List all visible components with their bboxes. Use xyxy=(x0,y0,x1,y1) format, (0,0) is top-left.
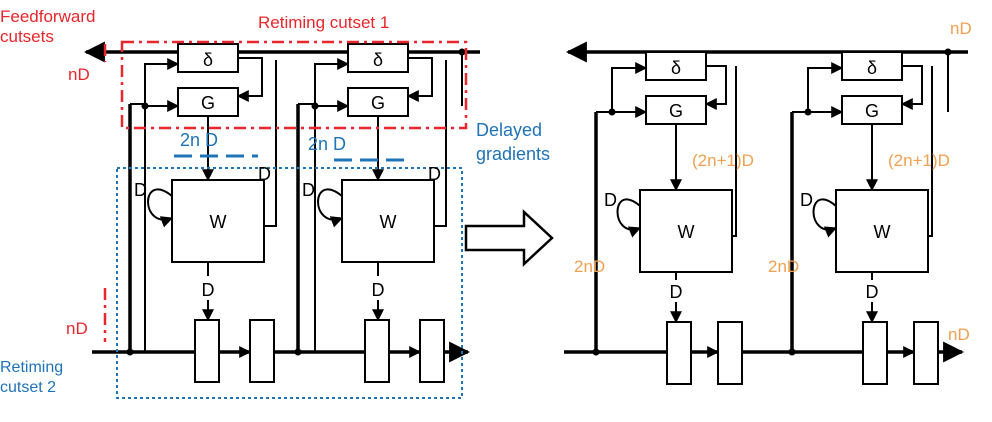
wire xyxy=(812,198,838,238)
two-n-d-label: 2nD xyxy=(574,257,605,276)
g-label: G xyxy=(865,101,879,121)
feedforward-cutsets-label-line2: cutsets xyxy=(0,27,54,46)
wire xyxy=(264,60,277,227)
delta-label: δ xyxy=(671,58,681,78)
two-n-plus-one-d-label: (2n+1)D xyxy=(888,151,950,170)
nd-label: nD xyxy=(948,325,970,344)
wire xyxy=(434,60,447,227)
w-label: W xyxy=(678,222,695,242)
two-n-plus-one-d-label: (2n+1)D xyxy=(692,151,754,170)
g-label: G xyxy=(201,93,215,113)
wire xyxy=(928,66,933,237)
pipe-box xyxy=(666,321,692,385)
delta-box xyxy=(841,51,903,81)
d-label: D xyxy=(134,180,147,200)
retiming-cutset-2-box xyxy=(116,167,463,399)
pipe-box xyxy=(249,319,275,383)
d-label: D xyxy=(372,280,385,300)
two-n-d-label: 2nD xyxy=(768,257,799,276)
block-1-right xyxy=(592,51,743,385)
pipe-box xyxy=(913,321,939,385)
delta-box xyxy=(645,51,707,81)
wire xyxy=(732,66,737,237)
d-label: D xyxy=(866,282,879,302)
w-box xyxy=(835,189,929,273)
pipe-box xyxy=(862,321,888,385)
d-label: D xyxy=(258,164,271,184)
wire xyxy=(406,57,433,102)
d-label: D xyxy=(428,164,441,184)
wire xyxy=(616,198,642,238)
g-box xyxy=(177,87,239,117)
retiming-cutset-1-box xyxy=(120,40,468,130)
pipe-box xyxy=(419,319,445,383)
delayed-gradient-label: 2n D xyxy=(308,134,346,154)
transform-arrow-icon xyxy=(464,209,554,267)
wire xyxy=(144,58,180,352)
retiming-cutset-1-label: Retiming cutset 1 xyxy=(258,13,389,32)
wire xyxy=(900,65,923,110)
wire xyxy=(611,62,648,112)
d-label: D xyxy=(302,180,315,200)
right-diagram: δ G W D D δ G W D D nD nD (2n+1)D (2n+1)… xyxy=(564,19,972,385)
delta-label: δ xyxy=(373,50,383,70)
wire xyxy=(807,62,844,112)
pipe-box xyxy=(717,321,743,385)
wire xyxy=(704,65,727,110)
nd-label: nD xyxy=(66,319,88,338)
pipe-box xyxy=(364,319,390,383)
wire xyxy=(147,188,174,228)
g-box xyxy=(645,95,707,125)
nd-label: nD xyxy=(950,19,972,38)
retiming-cutset-2-label-line1: Retiming xyxy=(0,359,63,376)
delta-label: δ xyxy=(867,58,877,78)
w-label: W xyxy=(210,212,227,232)
d-label: D xyxy=(202,280,215,300)
feedforward-cutsets-label-line1: Feedforward xyxy=(0,7,95,26)
wire xyxy=(236,57,263,102)
w-box xyxy=(639,189,733,273)
delta-label: δ xyxy=(203,50,213,70)
g-label: G xyxy=(371,93,385,113)
w-label: W xyxy=(874,222,891,242)
retiming-cutset-2-label-line2: cutset 2 xyxy=(0,379,56,396)
d-label: D xyxy=(800,190,813,210)
delayed-gradients-label-line2: gradients xyxy=(476,144,550,164)
block-2-left xyxy=(294,43,466,383)
delayed-gradient-label: 2n D xyxy=(180,130,218,150)
w-label: W xyxy=(380,212,397,232)
g-box xyxy=(841,95,903,125)
delayed-gradients-label-line1: Delayed xyxy=(476,120,542,140)
nd-label: nD xyxy=(68,65,90,84)
wire xyxy=(317,188,344,228)
d-label: D xyxy=(604,190,617,210)
w-box xyxy=(341,179,435,263)
left-diagram: δ G W D D D δ G W D D D Feedforward cuts… xyxy=(0,7,550,399)
block-1-left xyxy=(126,43,277,383)
g-label: G xyxy=(669,101,683,121)
d-label: D xyxy=(670,282,683,302)
block-2-right xyxy=(788,48,952,385)
pipe-box xyxy=(194,319,220,383)
wire xyxy=(314,58,350,352)
